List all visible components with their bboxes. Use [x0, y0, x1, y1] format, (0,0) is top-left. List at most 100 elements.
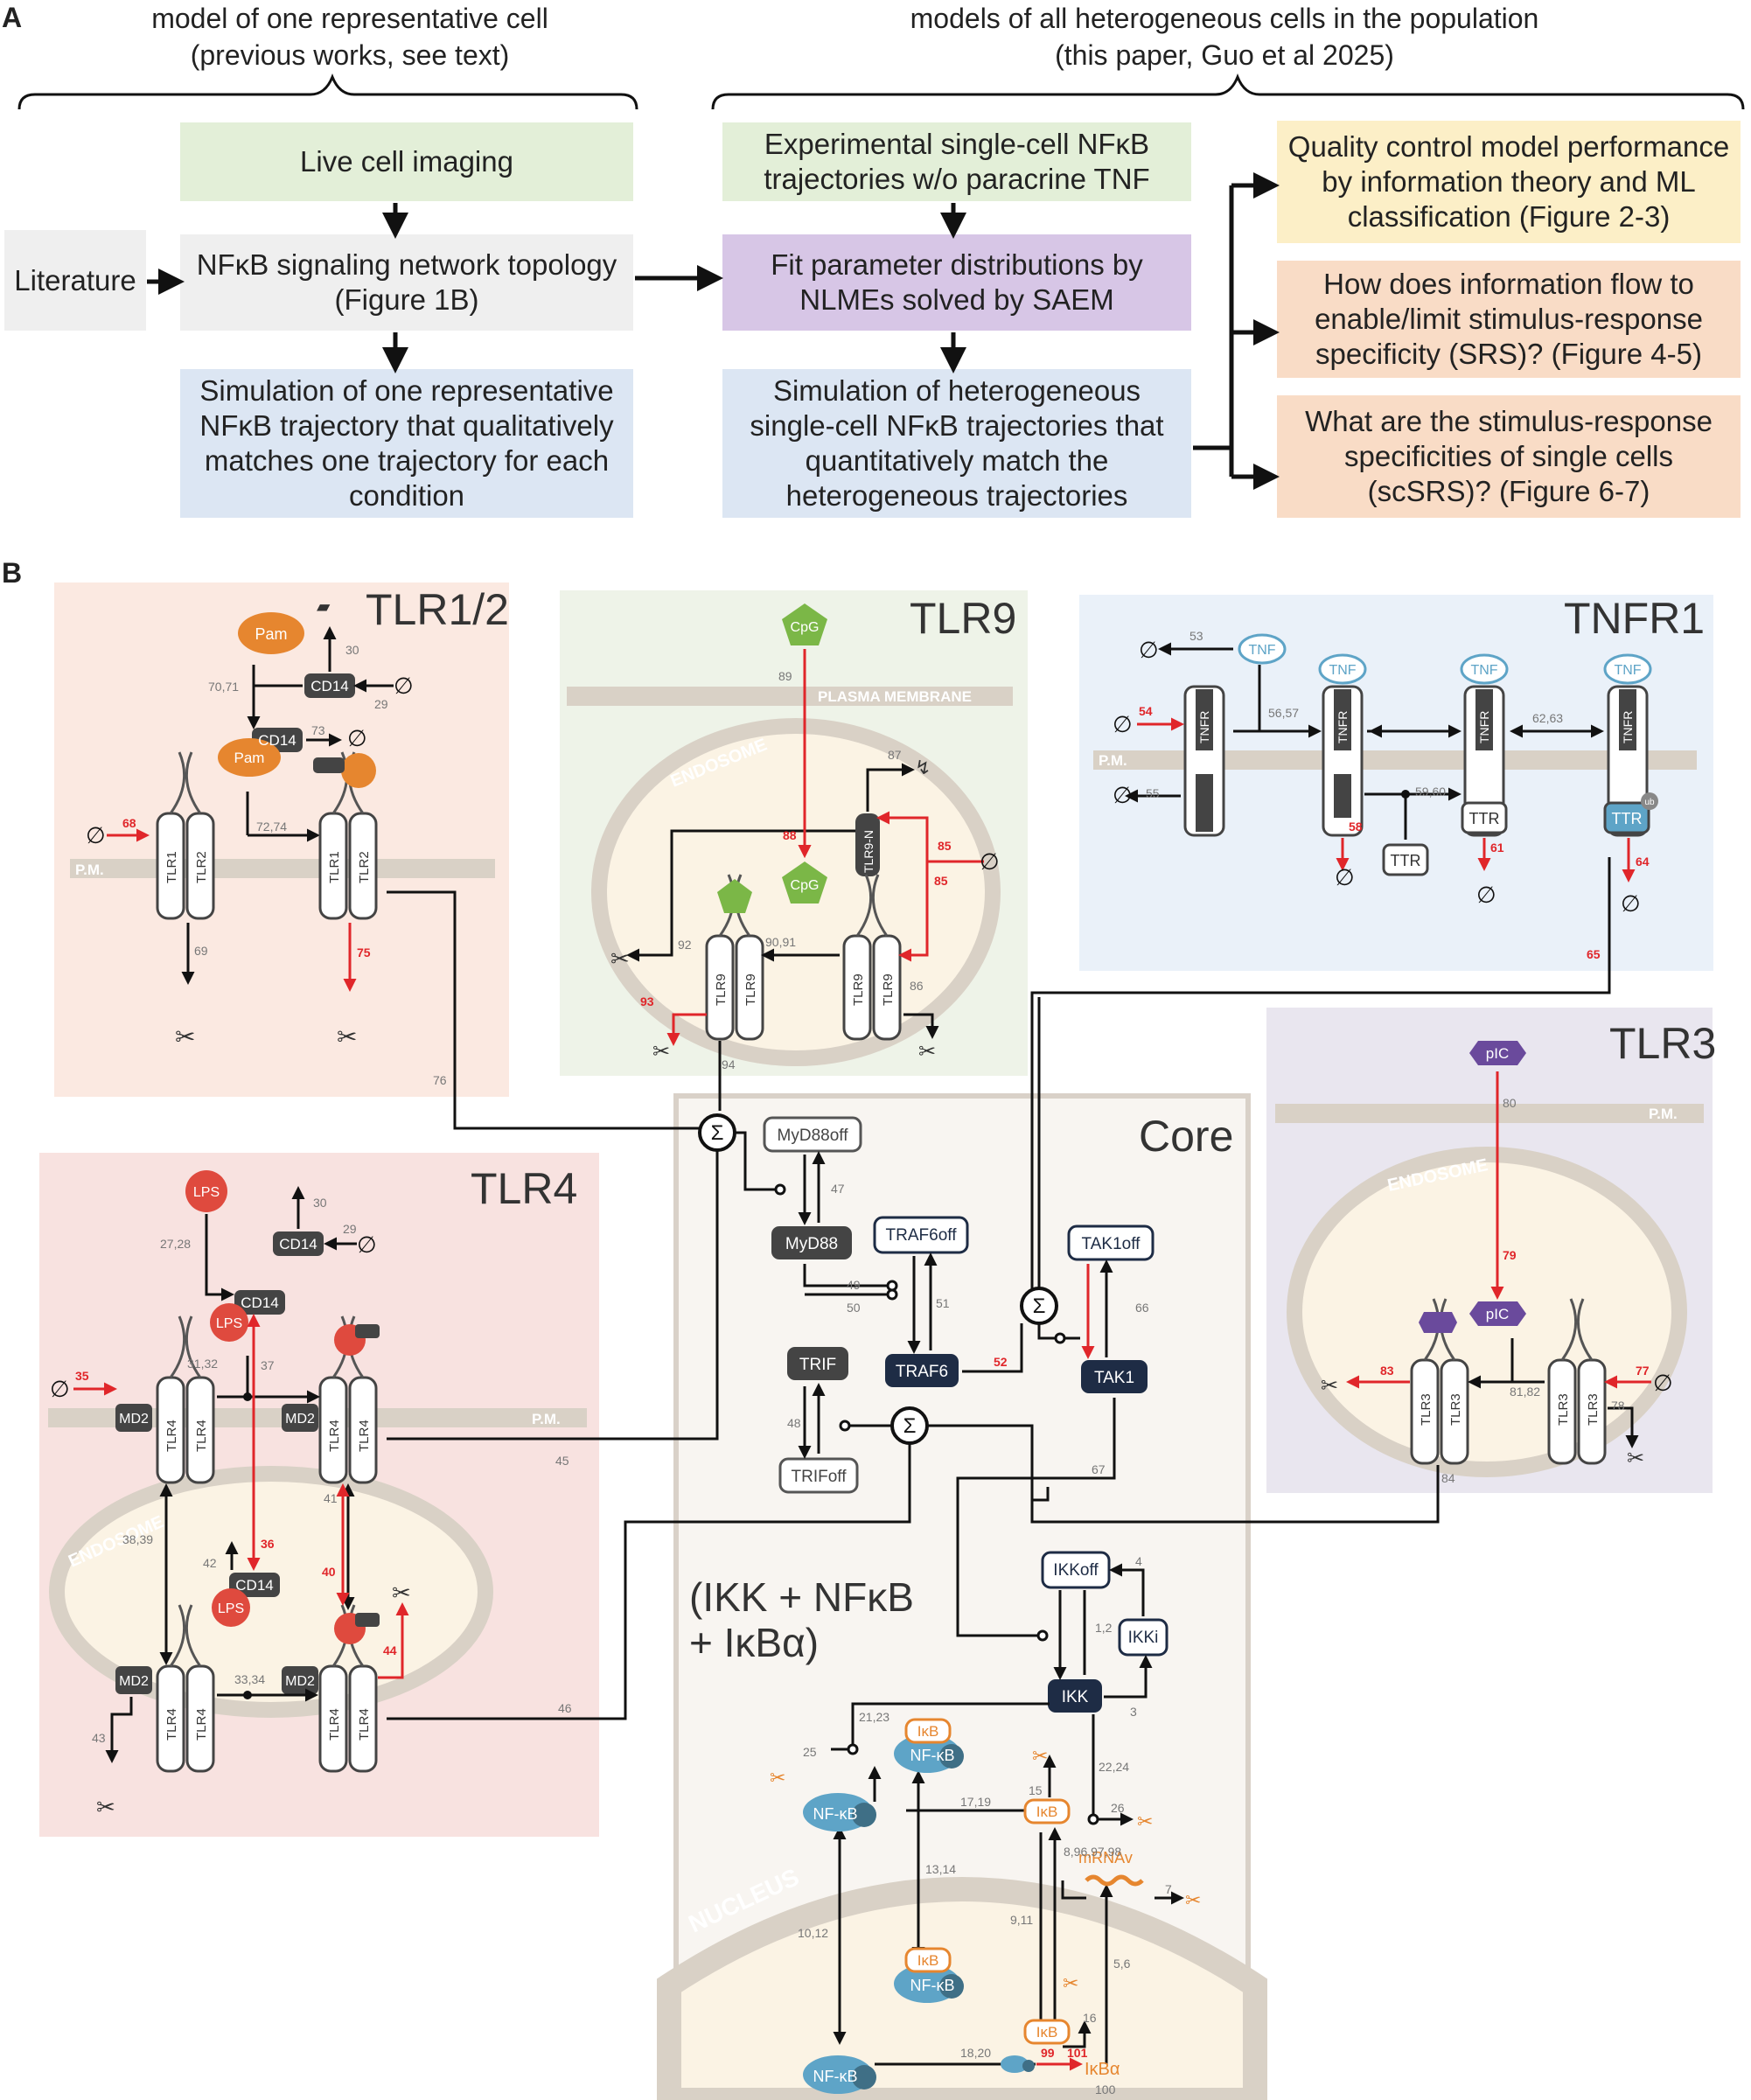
rxn-52: 52 [994, 1355, 1008, 1369]
ttr-label-b: TTR [1612, 810, 1643, 827]
rxn-37: 37 [261, 1358, 275, 1372]
rxn-33-34: 33,34 [234, 1672, 265, 1686]
null-tnf-f: ∅ [1621, 890, 1641, 917]
header-left: model of one representative cell (previo… [151, 3, 548, 71]
rxn-92: 92 [678, 938, 692, 952]
lps-ligand [185, 1170, 227, 1212]
plasma-membrane-label: PLASMA MEMBRANE [818, 688, 972, 705]
tnf-label-c: TNF [1470, 663, 1497, 678]
rxn-49: 49 [847, 1278, 861, 1292]
traf6-off-node [873, 1216, 969, 1254]
traf6-label: TRAF6 [896, 1363, 948, 1381]
rxn-27-28: 27,28 [160, 1237, 191, 1251]
rxn-43: 43 [92, 1731, 106, 1745]
md2-label-d: MD2 [285, 1674, 315, 1689]
degradation-icon-core-b: ✂ [1032, 1745, 1048, 1767]
tak1-label: TAK1 [1094, 1369, 1134, 1387]
cd14-label-tlr12: CD14 [310, 678, 348, 694]
panel-b-label: B [2, 557, 23, 589]
ub-label: ub [1644, 798, 1655, 807]
lps-endo-label: LPS [218, 1601, 244, 1616]
ikba-gene-label: IκBα [1085, 2060, 1120, 2079]
tlr9-plasma-membrane [567, 687, 1013, 706]
rxn-30-tlr4: 30 [313, 1196, 327, 1210]
null-tlr3: ∅ [1653, 1370, 1673, 1396]
cpg-ligand [782, 603, 827, 645]
ikk-label: IKK [1062, 1688, 1089, 1706]
rxn-94: 94 [722, 1057, 736, 1071]
header-right: models of all heterogeneous cells in the… [910, 3, 1539, 71]
pam-ligand [238, 612, 304, 654]
rxn-72-74: 72,74 [256, 820, 287, 834]
pic-endosome [1469, 1301, 1526, 1326]
null-tnf-e: ∅ [1476, 882, 1496, 908]
mrna-label: mRNAv [1078, 1849, 1133, 1866]
literature-box: Literature [4, 230, 146, 331]
ikk-i-label: IKKi [1128, 1629, 1159, 1647]
tlr12-pm-label: P.M. [75, 862, 104, 878]
trif-off-node [778, 1457, 859, 1494]
degradation-icon-tlr3-a: ✂ [1321, 1374, 1338, 1398]
rxn-40: 40 [322, 1565, 336, 1579]
rxn-22-24: 22,24 [1099, 1760, 1129, 1774]
rxn-76: 76 [433, 1073, 447, 1087]
tnfr1-membrane [1093, 750, 1697, 770]
nfkb-nuc-label: NF-κB [813, 2068, 858, 2085]
tlr9-label-b: TLR9 [743, 973, 758, 1006]
traf6-node [885, 1354, 959, 1387]
tlr9-label-d: TLR9 [881, 973, 896, 1006]
cpg-label: CpG [791, 620, 820, 635]
rxn-89: 89 [778, 669, 792, 683]
rxn-79: 79 [1503, 1248, 1517, 1262]
sum-label-c: Σ [1033, 1294, 1046, 1318]
degradation-icon-core-d: ✂ [1185, 1889, 1201, 1911]
rxn-55: 55 [1146, 786, 1160, 800]
tnfr1-title: TNFR1 [1564, 594, 1706, 643]
tnfr1-pm-label: P.M. [1099, 752, 1127, 769]
degradation-icon-core-e: ✂ [1063, 1972, 1078, 1994]
cd14-endo-label: CD14 [235, 1577, 273, 1594]
info-flow-box: How does information flow to enable/limi… [1277, 261, 1741, 378]
rxn-83: 83 [1380, 1364, 1394, 1378]
null-tlr12-b: ∅ [347, 725, 367, 751]
rxn-85-a: 85 [938, 839, 952, 853]
rxn-35: 35 [75, 1369, 89, 1383]
rxn-68: 68 [122, 816, 136, 830]
trif-label: TRIF [799, 1356, 836, 1374]
nfkb-complex-nuc-label: NF-κB [910, 1977, 955, 1994]
cd14-lps-complex [234, 1290, 285, 1315]
tlr3-label-c: TLR3 [1556, 1393, 1571, 1426]
ikb-label-b: IκB [917, 1952, 939, 1969]
rxn-70-71: 70,71 [208, 680, 239, 694]
rxn-16: 16 [1083, 2011, 1097, 2025]
pic-label-endo: pIC [1486, 1306, 1509, 1322]
simulation-one-box: Simulation of one representative NFκB tr… [180, 369, 633, 518]
tlr12-title: TLR1/2 [366, 585, 509, 634]
tlr9-title: TLR9 [910, 594, 1017, 643]
null-tlr12-c: ∅ [86, 822, 106, 848]
trif-off-label: TRIFoff [792, 1468, 848, 1486]
tnfr-receptors [1183, 685, 1649, 837]
tnfr-label-d: TNFR [1621, 711, 1635, 743]
rxn-15: 15 [1029, 1783, 1043, 1797]
tlr4-label-f: TLR4 [194, 1708, 209, 1741]
tlr1-label: TLR1 [164, 851, 179, 883]
rxn-29: 29 [374, 697, 388, 711]
ikk-module-title: (IKK + NFκB + IκBα) [689, 1574, 914, 1665]
rxn-17-19: 17,19 [960, 1795, 991, 1809]
tnf-label-a: TNF [1248, 643, 1275, 658]
tlr12-membrane [70, 859, 495, 878]
ikb-label-a: IκB [917, 1723, 939, 1740]
rxn-3: 3 [1130, 1705, 1137, 1719]
rxn-53: 53 [1189, 629, 1203, 643]
rxn-64: 64 [1636, 855, 1650, 869]
reaction-numbers-red: 68 75 88 85 85 93 54 58 61 64 65 79 77 8… [75, 704, 1650, 2060]
tlr9-label-c: TLR9 [851, 973, 866, 1006]
tlr3-title: TLR3 [1609, 1019, 1717, 1068]
trif-node [787, 1347, 848, 1380]
pam-bound-ligand [218, 738, 281, 777]
rxn-67: 67 [1092, 1462, 1106, 1476]
rxn-44: 44 [383, 1643, 397, 1657]
rxn-58: 58 [1349, 820, 1363, 834]
degradation-icon-tlr9-b: ✂ [652, 1040, 670, 1064]
